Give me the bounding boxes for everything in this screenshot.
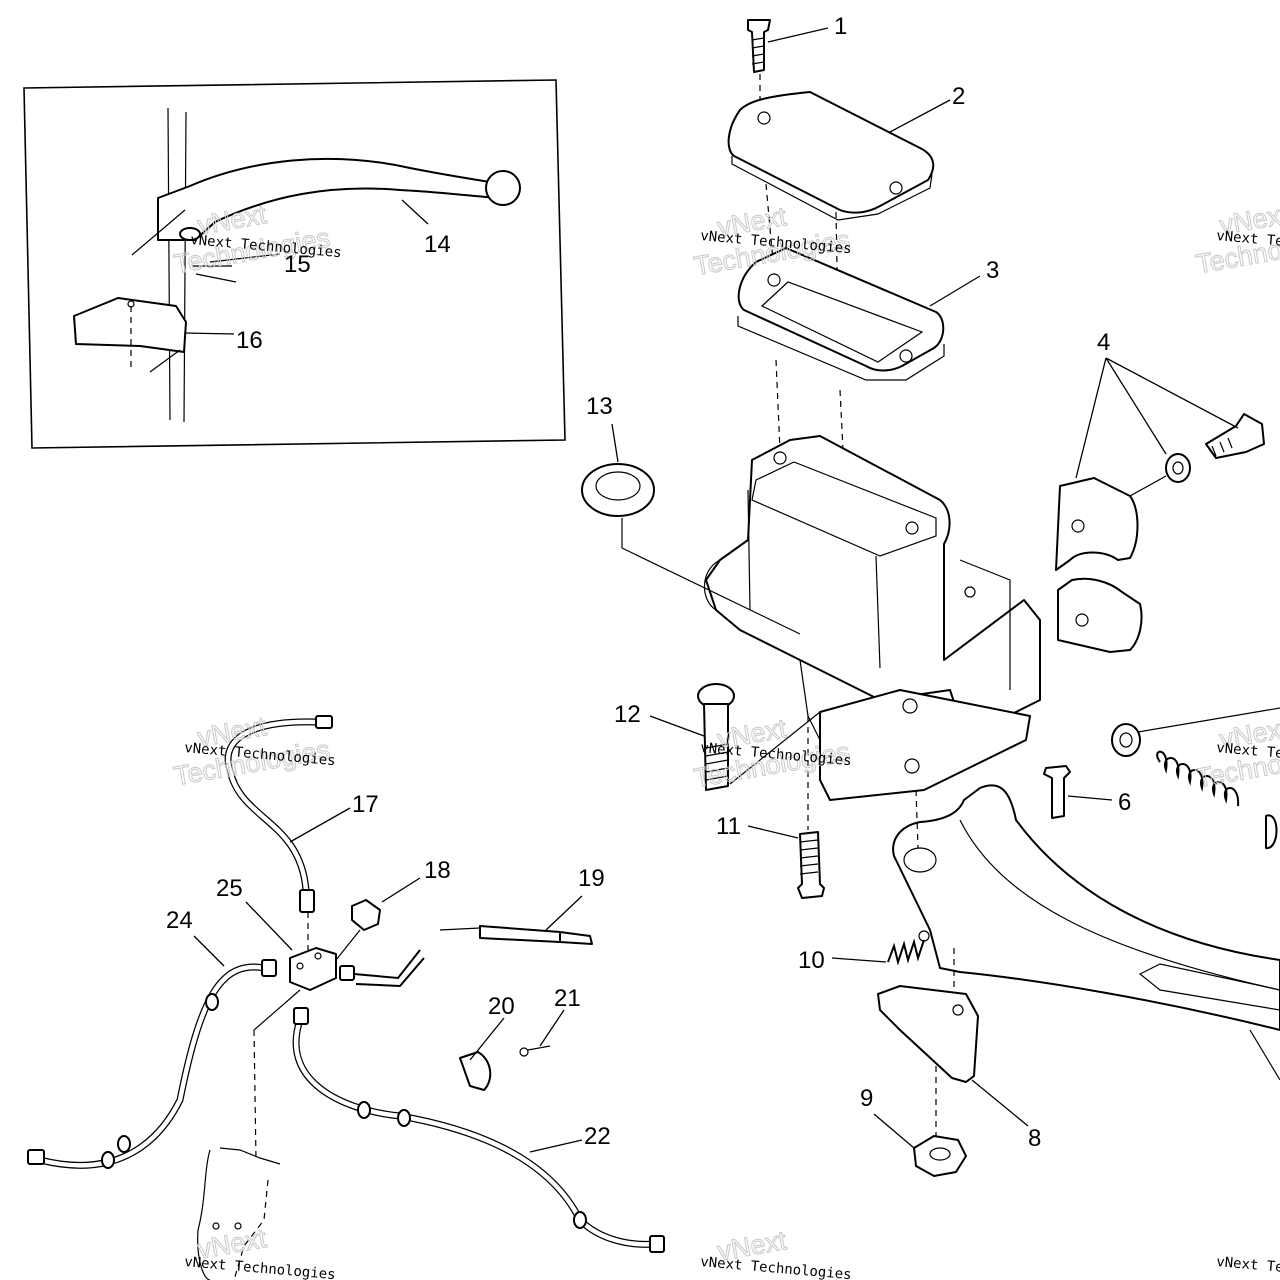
callout-2: 2 xyxy=(952,83,965,110)
callout-12: 12 xyxy=(614,701,641,728)
callout-13: 13 xyxy=(586,393,613,420)
reservoir-cover xyxy=(727,91,935,214)
bleeder-fitting xyxy=(351,899,381,931)
callout-11: 11 xyxy=(716,813,741,840)
callout-8: 8 xyxy=(1028,1125,1041,1152)
callout-1: 1 xyxy=(834,13,847,40)
master-cylinder-assembly xyxy=(581,19,1280,1177)
screw-1 xyxy=(747,19,771,73)
callout-10: 10 xyxy=(798,947,825,974)
washer-4 xyxy=(1165,453,1191,483)
pivot-pin xyxy=(1043,765,1071,819)
hose-clip xyxy=(459,1051,492,1091)
callout-25: 25 xyxy=(216,875,243,902)
callout-4: 4 xyxy=(1097,329,1110,356)
callout-19: 19 xyxy=(578,865,605,892)
callout-21: 21 xyxy=(554,985,581,1012)
callout-20: 20 xyxy=(488,993,515,1020)
watermarks: vNext Technologies vNext Technologies vN… xyxy=(171,199,1280,1280)
master-cylinder-body xyxy=(705,435,1041,721)
inset-frame xyxy=(23,79,566,449)
lever-bracket xyxy=(877,985,979,1083)
inset-lever-detail xyxy=(23,79,566,449)
watermark-line: vNext Technologies xyxy=(1216,1254,1280,1280)
brake-hose-assembly xyxy=(27,715,665,1280)
washer xyxy=(1111,723,1141,757)
callout-15: 15 xyxy=(284,251,311,278)
callout-22: 22 xyxy=(584,1123,611,1150)
clamp-bolt xyxy=(1205,413,1265,459)
bracket-inset xyxy=(73,297,187,353)
callout-9: 9 xyxy=(860,1085,873,1112)
junction-block xyxy=(289,947,337,991)
callout-24: 24 xyxy=(166,907,193,934)
callout-16: 16 xyxy=(236,327,263,354)
watermark-line: vNext Technologies xyxy=(700,1254,853,1280)
callout-6: 6 xyxy=(1118,789,1131,816)
callout-17: 17 xyxy=(352,791,379,818)
callout-18: 18 xyxy=(424,857,451,884)
callout-14: 14 xyxy=(424,231,451,258)
rubber-grommet xyxy=(581,463,655,517)
lock-nut xyxy=(913,1135,967,1177)
handlebar-clamp xyxy=(1055,477,1139,571)
watermark-line: vNext Technologies xyxy=(184,1254,337,1280)
callout-labels: 1 2 3 4 6 8 9 10 11 12 13 14 15 16 17 18… xyxy=(166,13,1131,1152)
gasket xyxy=(737,247,945,372)
callout-3: 3 xyxy=(986,257,999,284)
